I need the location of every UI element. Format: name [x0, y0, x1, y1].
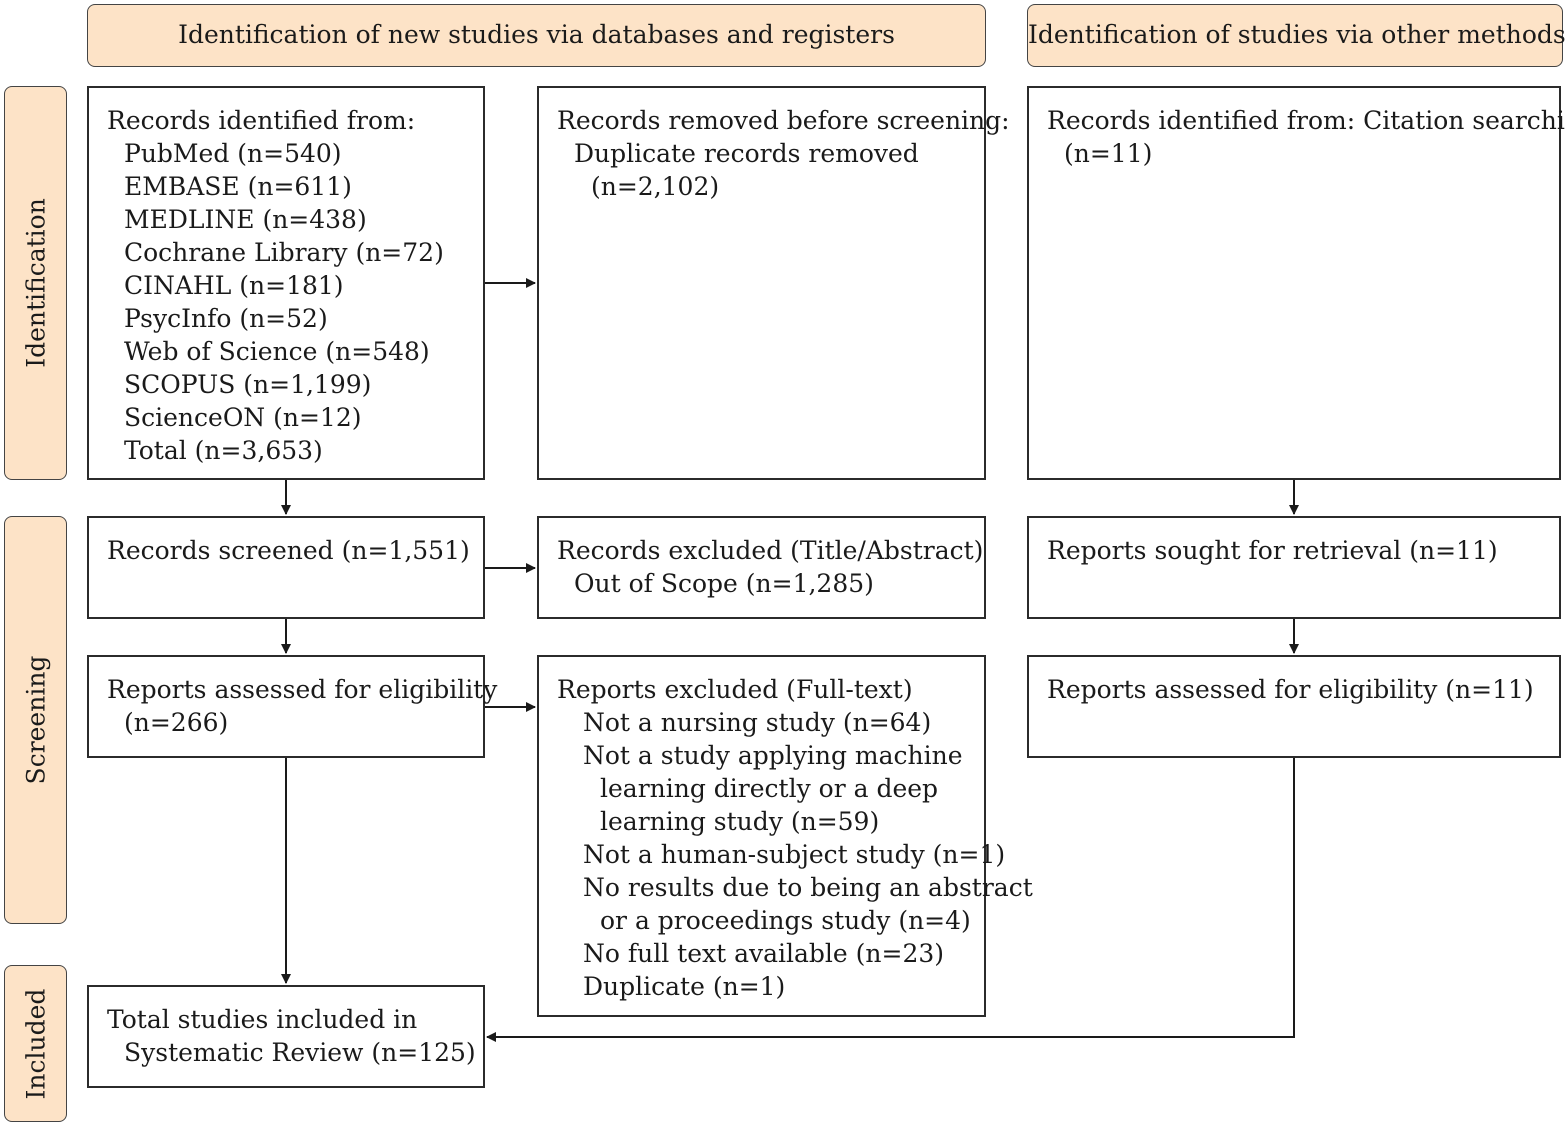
reports-assessed-box: Reports assessed for eligibility (n=266): [87, 655, 497, 758]
reports-excluded-box: Reports excluded (Full-text) Not a nursi…: [537, 655, 1033, 1017]
reports-excluded-no-full-text: No full text available (n=23): [583, 939, 945, 968]
citation-search-box: Records identified from: Citation search…: [1027, 86, 1565, 480]
reports-excluded-abstract-line1: No results due to being an abstract: [583, 873, 1033, 902]
reports-excluded-title: Reports excluded (Full-text): [557, 675, 913, 704]
records-removed-box: Records removed before screening: Duplic…: [537, 86, 1010, 480]
reports-sought-text: Reports sought for retrieval (n=11): [1047, 536, 1498, 565]
included-box: Total studies included in Systematic Rev…: [87, 985, 485, 1088]
records-identified-title: Records identified from:: [107, 106, 416, 135]
records-removed-duplicates: Duplicate records removed: [574, 139, 919, 168]
reports-assessed-title: Reports assessed for eligibility: [107, 675, 498, 704]
included-count: Systematic Review (n=125): [124, 1038, 476, 1067]
phase-included-label: Included: [21, 988, 50, 1099]
header-databases: Identification of new studies via databa…: [87, 4, 986, 67]
reports-excluded-not-ml-line1: Not a study applying machine: [583, 741, 963, 770]
reports-assessed-other-text: Reports assessed for eligibility (n=11): [1047, 675, 1534, 704]
reports-assessed-count: (n=266): [124, 708, 229, 737]
records-screened-text: Records screened (n=1,551): [107, 536, 470, 565]
reports-sought-box: Reports sought for retrieval (n=11): [1027, 516, 1561, 619]
records-identified-scopus: SCOPUS (n=1,199): [124, 370, 372, 399]
records-identified-medline: MEDLINE (n=438): [124, 205, 367, 234]
phase-identification: Identification: [4, 86, 67, 480]
reports-excluded-duplicate: Duplicate (n=1): [583, 972, 786, 1001]
phase-screening-label: Screening: [21, 655, 50, 785]
citation-search-title: Records identified from: Citation search…: [1047, 106, 1565, 135]
header-other-methods: Identification of studies via other meth…: [1027, 4, 1565, 67]
records-excluded-box: Records excluded (Title/Abstract) Out of…: [537, 516, 986, 619]
records-identified-pubmed: PubMed (n=540): [124, 139, 342, 168]
records-identified-box: Records identified from: PubMed (n=540) …: [87, 86, 485, 480]
phase-identification-label: Identification: [21, 198, 50, 368]
citation-search-count: (n=11): [1064, 139, 1153, 168]
records-screened-box: Records screened (n=1,551): [87, 516, 485, 619]
reports-excluded-not-ml-line2: learning directly or a deep: [600, 774, 939, 803]
records-removed-count: (n=2,102): [591, 172, 720, 201]
records-identified-embase: EMBASE (n=611): [124, 172, 352, 201]
reports-excluded-abstract-line2: or a proceedings study (n=4): [600, 906, 971, 935]
reports-excluded-not-human: Not a human-subject study (n=1): [583, 840, 1006, 869]
records-identified-cinahl: CINAHL (n=181): [124, 271, 344, 300]
records-excluded-out-of-scope: Out of Scope (n=1,285): [574, 569, 874, 598]
included-title: Total studies included in: [107, 1005, 418, 1034]
phase-screening: Screening: [4, 516, 67, 924]
records-identified-psycinfo: PsycInfo (n=52): [124, 304, 328, 333]
phase-included: Included: [4, 965, 67, 1122]
records-identified-web-of-science: Web of Science (n=548): [124, 337, 430, 366]
records-identified-scienceon: ScienceON (n=12): [124, 403, 362, 432]
records-excluded-title: Records excluded (Title/Abstract): [557, 536, 984, 565]
records-identified-cochrane: Cochrane Library (n=72): [124, 238, 444, 267]
reports-excluded-not-nursing: Not a nursing study (n=64): [583, 708, 932, 737]
records-identified-total: Total (n=3,653): [124, 436, 323, 465]
records-removed-title: Records removed before screening:: [557, 106, 1010, 135]
reports-assessed-other-box: Reports assessed for eligibility (n=11): [1027, 655, 1561, 758]
reports-excluded-not-ml-line3: learning study (n=59): [600, 807, 880, 836]
